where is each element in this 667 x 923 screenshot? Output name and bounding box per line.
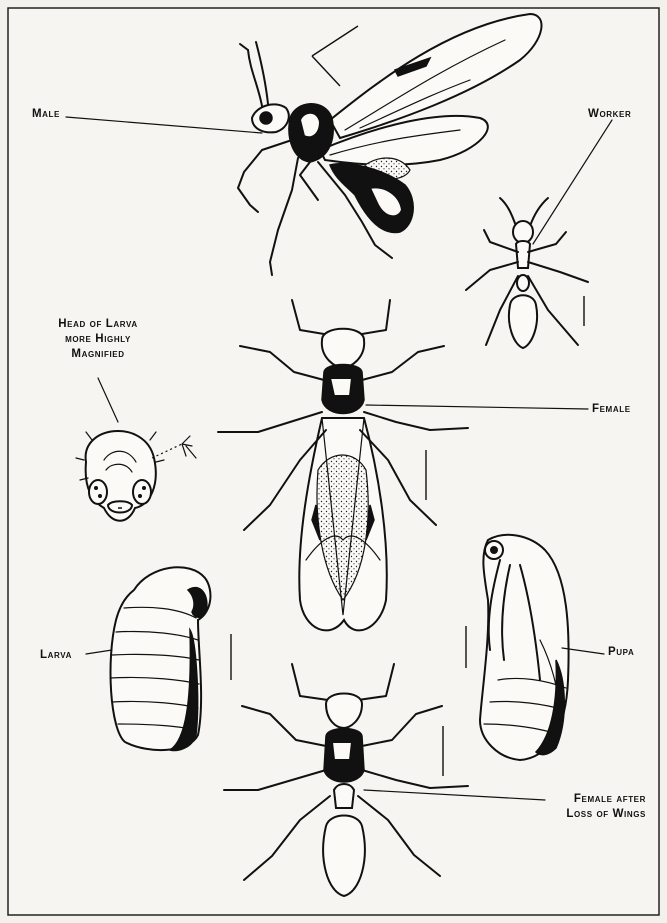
label-worker-text: Worker [588,108,631,120]
label-pupa: Pupa [608,645,634,660]
label-pupa-text: Pupa [608,646,634,658]
label-larva: Larva [40,648,72,663]
label-female-after-loss-of-wings: Female after Loss of Wings [546,792,646,822]
label-male-text: Male [32,108,60,120]
label-worker: Worker [588,107,631,122]
label-fafter-line-2: Loss of Wings [546,807,646,822]
label-female: Female [592,402,631,417]
label-female-text: Female [592,403,631,415]
label-male: Male [32,107,60,122]
label-head-line-1: Head of Larva [28,317,168,332]
label-head-line-3: Magnified [28,347,168,362]
label-head-line-2: more Highly [28,332,168,347]
label-larva-text: Larva [40,649,72,661]
label-head-of-larva: Head of Larva more Highly Magnified [28,317,168,362]
label-fafter-line-1: Female after [546,792,646,807]
